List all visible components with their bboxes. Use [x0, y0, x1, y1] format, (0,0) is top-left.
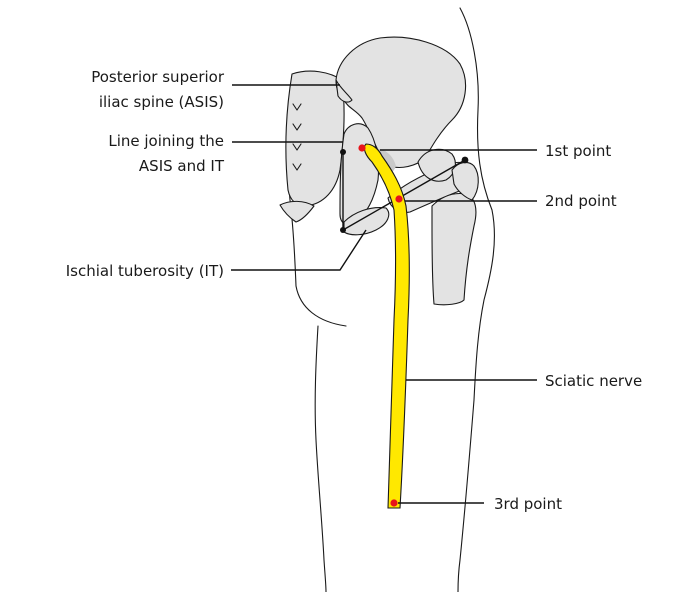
first-point-label: 1st point — [545, 142, 611, 160]
ischial-tuberosity-leader — [231, 230, 366, 270]
sacrum-bone — [286, 71, 344, 206]
psis-label-line1: Posterior superior — [91, 68, 225, 86]
trochanter-reference-dot — [462, 157, 469, 164]
second-point-label: 2nd point — [545, 192, 617, 210]
psis-label-line2: iliac spine (ASIS) — [99, 93, 224, 111]
first-point-marker — [358, 144, 365, 151]
second-point-marker — [395, 195, 402, 202]
femoral-shaft — [432, 194, 476, 305]
third-point-marker — [390, 499, 397, 506]
sciatic-nerve-label: Sciatic nerve — [545, 372, 642, 390]
line-joining-label-line1: Line joining the — [108, 132, 224, 150]
medial-thigh-outline — [315, 326, 326, 592]
asis-reference-dot — [340, 149, 346, 155]
coccyx-bone — [280, 201, 314, 222]
third-point-label: 3rd point — [494, 495, 562, 513]
line-joining-label-line2: ASIS and IT — [139, 157, 225, 175]
ischial-tuberosity-label: Ischial tuberosity (IT) — [66, 262, 224, 280]
